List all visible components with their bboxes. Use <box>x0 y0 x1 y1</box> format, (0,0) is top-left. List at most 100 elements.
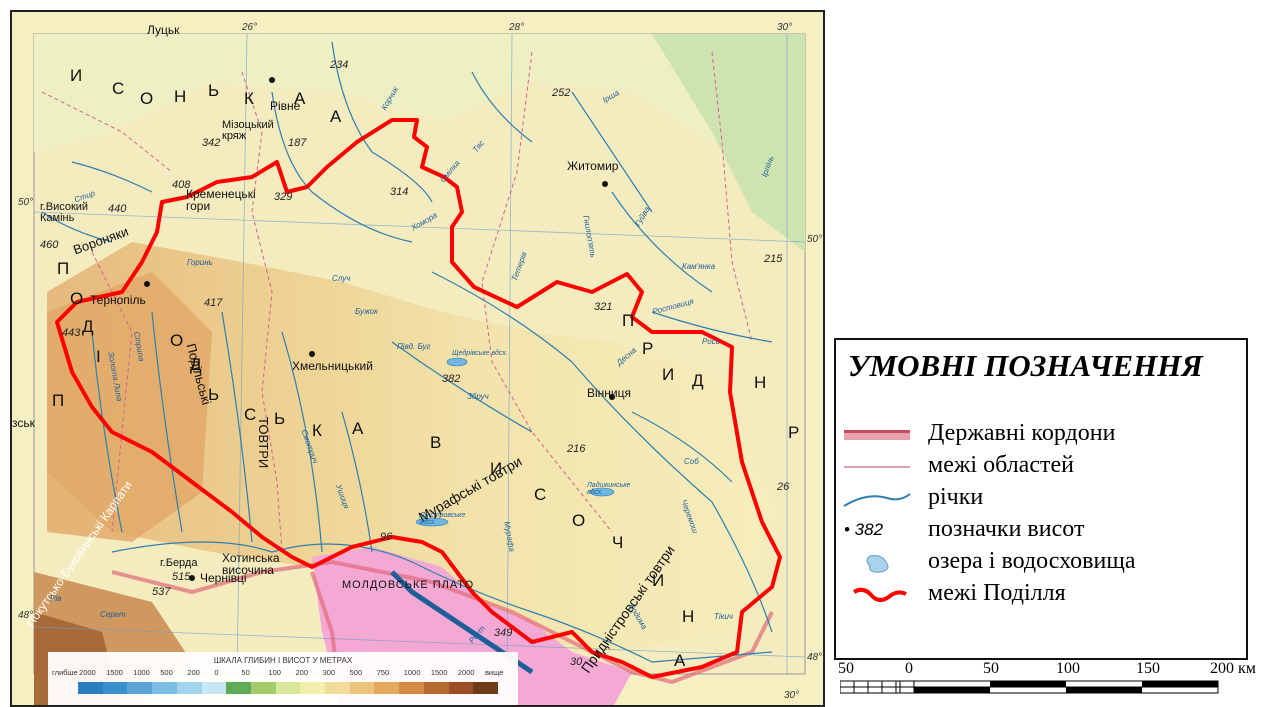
depth-scale-label: 200 <box>295 668 309 677</box>
legend-item-rivers: річки <box>836 484 1246 514</box>
depth-scale-swatch <box>399 682 424 694</box>
depth-scale-label: 300 <box>322 668 336 677</box>
river-label: Случ <box>332 274 351 283</box>
depth-scale-bar <box>78 682 498 694</box>
depth-scale-swatch <box>423 682 449 694</box>
oblast-borders <box>41 51 753 553</box>
region-letter: П <box>622 311 635 330</box>
reservoir-label: Ладижинське вдсх. <box>587 482 631 496</box>
legend-item-podillia-borders: межі Поділля <box>836 580 1246 610</box>
depth-scale-title: ШКАЛА ГЛИБИН І ВИСОТ У МЕТРАХ <box>213 656 353 665</box>
region-letter: Д <box>692 371 704 390</box>
legend-item-state-borders: Державні кордони <box>836 420 1246 450</box>
depth-scale-swatch <box>127 682 153 694</box>
region-letter: О <box>170 331 184 350</box>
city-rivne: Рівне <box>270 99 301 113</box>
depth-scale-label: 1500 <box>106 668 123 677</box>
coord-lon-30-bottom: 30° <box>784 690 800 701</box>
elev-321: 321 <box>594 301 613 313</box>
legend-label: озера і водосховища <box>928 548 1136 574</box>
map: 26° 28° 30° 30° 50° 48° 50° 48° Луцьк Рі… <box>10 10 825 707</box>
region-letter: А <box>352 419 364 438</box>
lowland-area <box>34 34 805 162</box>
region-letter: И <box>662 365 675 384</box>
depth-scale-label: 2000 <box>79 668 96 677</box>
region-letter: Ч <box>612 533 624 552</box>
region-letter: П <box>57 259 70 278</box>
depth-scale-label: 0 <box>214 668 219 677</box>
depth-scale-swatch <box>201 682 227 694</box>
elev-382: 382 <box>442 373 461 385</box>
elev-443: 443 <box>62 327 81 339</box>
elev-342: 342 <box>202 137 221 149</box>
elev-252: 252 <box>552 87 571 99</box>
coord-lon-26: 26° <box>242 22 258 33</box>
landform-kremenets: Кременецькі гори <box>186 187 256 213</box>
scale-label: 50 <box>838 660 854 677</box>
depth-scale-label: 1000 <box>133 668 150 677</box>
region-letter: И <box>70 66 83 85</box>
podillia-boundary <box>55 118 782 679</box>
scale-label: 100 <box>1056 660 1080 677</box>
region-letter: Н <box>754 373 767 392</box>
legend-label: Державні кордони <box>928 420 1116 446</box>
river-symbol <box>843 493 911 507</box>
river-label: Тікич <box>714 612 734 621</box>
depth-scale-swatch <box>448 682 474 694</box>
depth-scale-label: 200 <box>187 668 200 677</box>
coord-lat-50-right: 50° <box>807 234 823 245</box>
region-letter: О <box>140 89 154 108</box>
depth-scale-swatch <box>325 682 350 694</box>
legend-title: УМОВНІ ПОЗНАЧЕННЯ <box>848 348 1203 383</box>
region-tovtry-vertical: ТОВТРИ <box>256 417 271 469</box>
depth-scale-label: глибше <box>52 668 78 677</box>
elev-460: 460 <box>40 239 59 251</box>
coord-lon-28: 28° <box>509 22 525 33</box>
river-label: Рів <box>50 594 62 603</box>
region-letter: С <box>112 79 125 98</box>
elev-234: 234 <box>330 59 349 71</box>
region-letter: Ь <box>274 409 286 428</box>
elev-349: 349 <box>494 627 513 639</box>
region-letter: О <box>70 289 84 308</box>
depth-scale-swatch <box>374 682 400 694</box>
region-letter: Ь <box>208 385 220 404</box>
lake-symbol <box>866 555 889 573</box>
city-dots <box>144 77 615 581</box>
depth-scale-label: 500 <box>349 668 363 677</box>
region-letter: А <box>330 107 342 126</box>
scale-bar: 50 0 50 100 150 200 км <box>838 660 1268 700</box>
region-letter: Д <box>82 317 94 336</box>
depth-scale-label: 500 <box>160 668 173 677</box>
legend-label: позначки висот <box>928 516 1085 542</box>
scale-label: 150 <box>1136 660 1160 677</box>
elev-215: 215 <box>764 253 783 265</box>
depth-scale-label: вище <box>484 668 504 677</box>
depth-scale-label: 750 <box>376 668 390 677</box>
region-letter: Н <box>174 87 187 106</box>
city-partial: зськ <box>12 416 35 430</box>
scale-label: 0 <box>905 660 913 677</box>
elev-440: 440 <box>108 203 127 215</box>
depth-scale-label: 1500 <box>430 668 448 677</box>
region-letter: Р <box>788 423 800 442</box>
elev-187: 187 <box>288 137 307 149</box>
elev-26: 26 <box>777 481 790 493</box>
elev-408: 408 <box>172 179 191 191</box>
legend: УМОВНІ ПОЗНАЧЕННЯ Державні кордони межі … <box>834 338 1248 660</box>
reservoir-label: Дністровське вдсх. <box>420 512 466 526</box>
coord-lat-48-right: 48° <box>807 652 823 663</box>
legend-item-elevations: • 382 позначки висот <box>836 516 1246 546</box>
river-label: Рось <box>702 337 720 346</box>
city-khmelnytskyi: Хмельницький <box>292 359 373 373</box>
region-letter: Н <box>682 607 695 626</box>
elev-216: 216 <box>567 443 586 455</box>
region-letter: А <box>294 89 306 108</box>
depth-scale-label: 2000 <box>457 668 475 677</box>
state-border-symbol <box>844 430 910 440</box>
river-label: Бужок <box>355 307 378 316</box>
region-letter: И <box>490 459 503 478</box>
elev-417: 417 <box>204 297 223 309</box>
elev-314: 314 <box>390 186 409 198</box>
